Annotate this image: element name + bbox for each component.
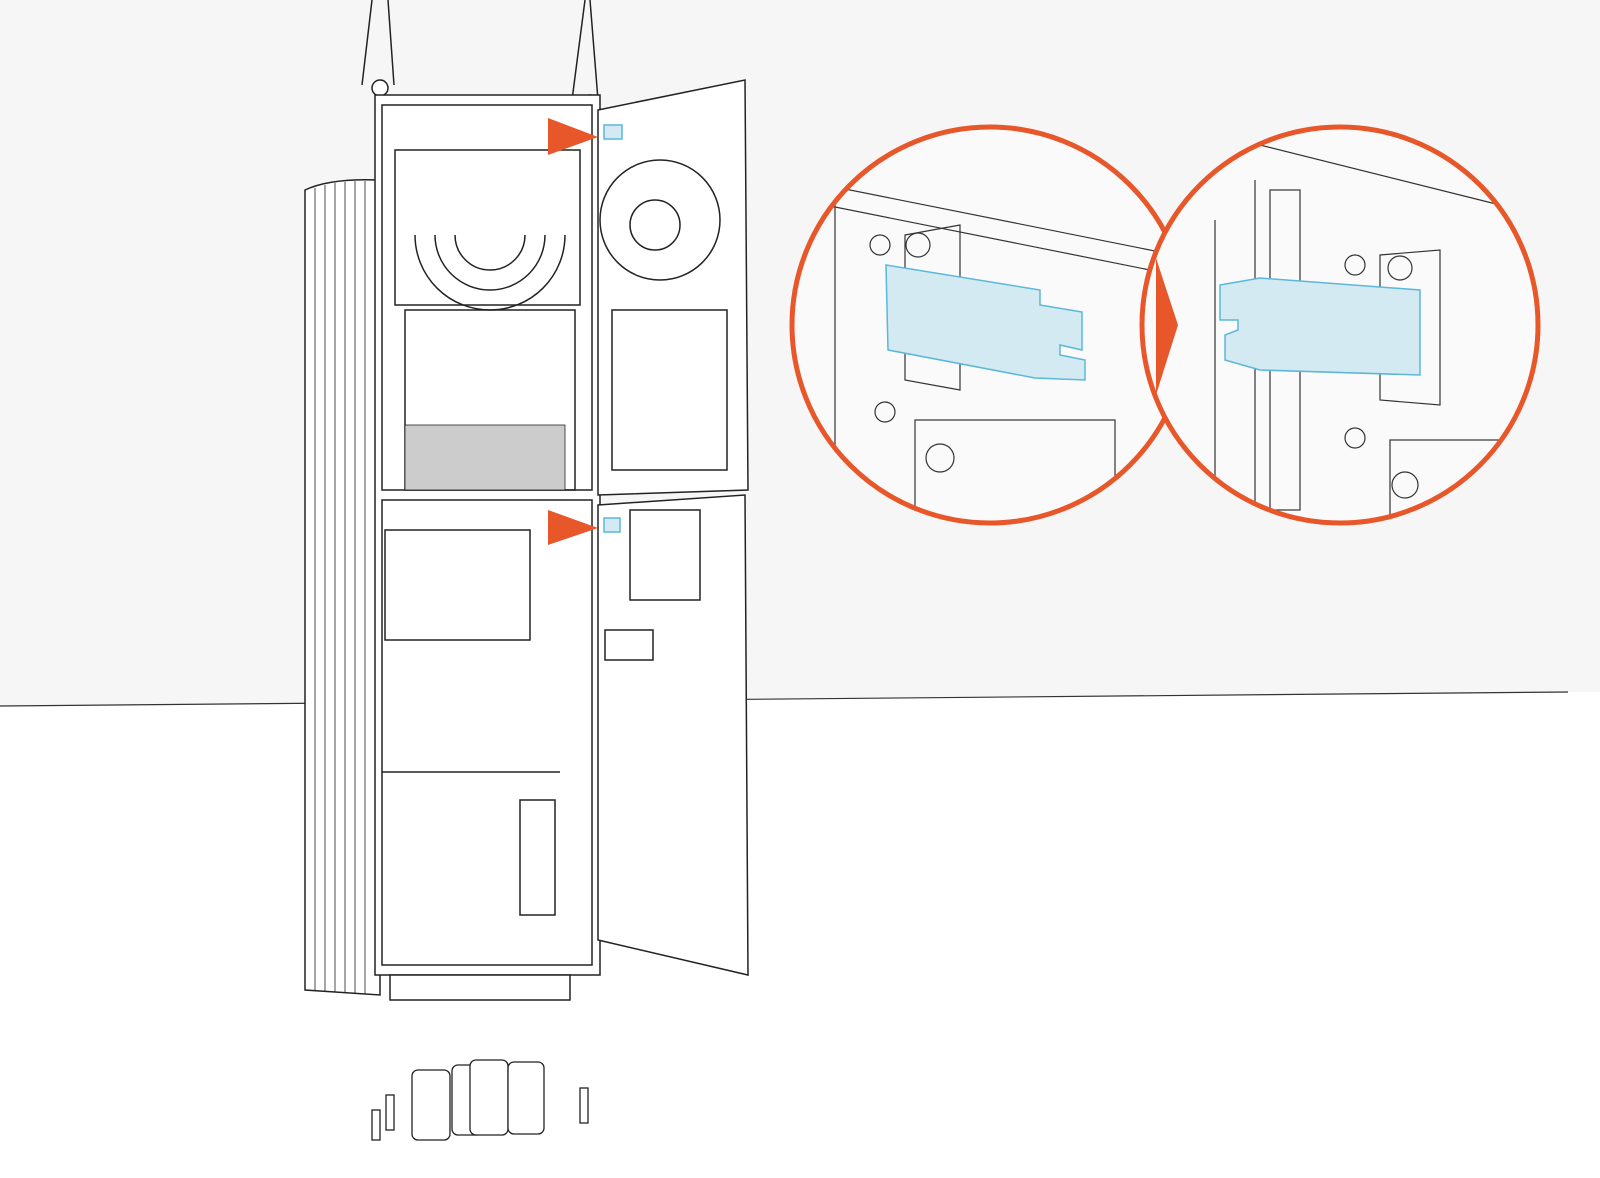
hinge-plate-after	[1219, 277, 1421, 376]
lower-hinge-highlight	[603, 517, 621, 533]
upper-door	[597, 79, 749, 496]
lower-hinge-arrow-icon	[548, 510, 598, 545]
lifting-strap-left	[361, 0, 599, 101]
upper-hinge-highlight	[603, 124, 623, 140]
side-ribbed-panel	[304, 178, 381, 996]
hinge-plate-before	[885, 264, 1086, 381]
transition-arrow-icon	[1156, 258, 1178, 395]
floor-line	[0, 691, 1569, 707]
hinge-detail-after-callout	[1139, 124, 1541, 526]
lower-door	[597, 494, 749, 976]
upper-hinge-arrow-icon	[548, 118, 598, 155]
loose-parts	[371, 1059, 589, 1141]
hinge-detail-before-callout	[789, 124, 1191, 526]
